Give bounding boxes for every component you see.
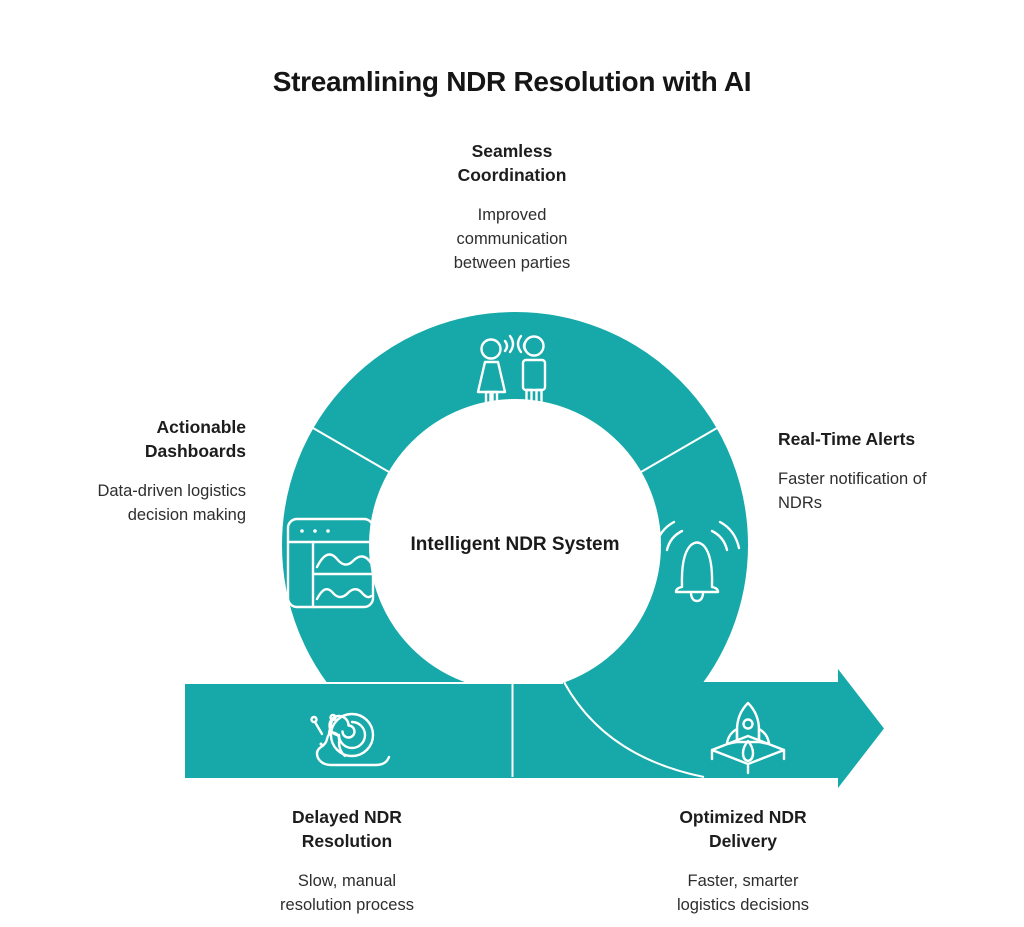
node-actionable-dashboards: Actionable Dashboards Data-driven logist… [0,415,246,527]
node-delayed-ndr-resolution: Delayed NDR Resolution Slow, manual reso… [217,805,477,917]
node-heading: Delayed NDR Resolution [292,807,402,851]
segment-dividers [185,427,718,778]
bell-alert-icon [653,520,741,603]
center-system-label: Intelligent NDR System [410,534,620,555]
node-description: Improved communication between parties [453,206,571,272]
node-heading: Actionable Dashboards [144,417,246,461]
node-heading: Seamless Coordination [457,141,567,185]
node-description: Data-driven logistics decision making [97,482,246,524]
page-title: Streamlining NDR Resolution with AI [272,66,752,97]
people-communication-icon [476,334,547,407]
ring-left-divider [312,427,390,473]
node-heading: Optimized NDR Delivery [679,807,807,851]
rocket-launch-icon [710,701,786,775]
node-heading: Real-Time Alerts [778,429,916,449]
ring-right-divider [640,427,718,473]
loop-transition-curve [563,681,705,778]
node-description: Faster, smarter logistics decisions [676,872,810,914]
snail-icon [310,712,391,767]
arrowhead [838,669,884,788]
flow-arrow [185,669,884,788]
node-description: Faster notification of NDRs [778,470,927,512]
node-description: Slow, manual resolution process [280,872,414,914]
dashboard-icon [286,517,375,609]
node-optimized-ndr-delivery: Optimized NDR Delivery Faster, smarter l… [613,805,873,917]
node-seamless-coordination: Seamless Coordination Improved communica… [352,139,672,275]
node-real-time-alerts: Real-Time Alerts Faster notification of … [778,427,988,515]
